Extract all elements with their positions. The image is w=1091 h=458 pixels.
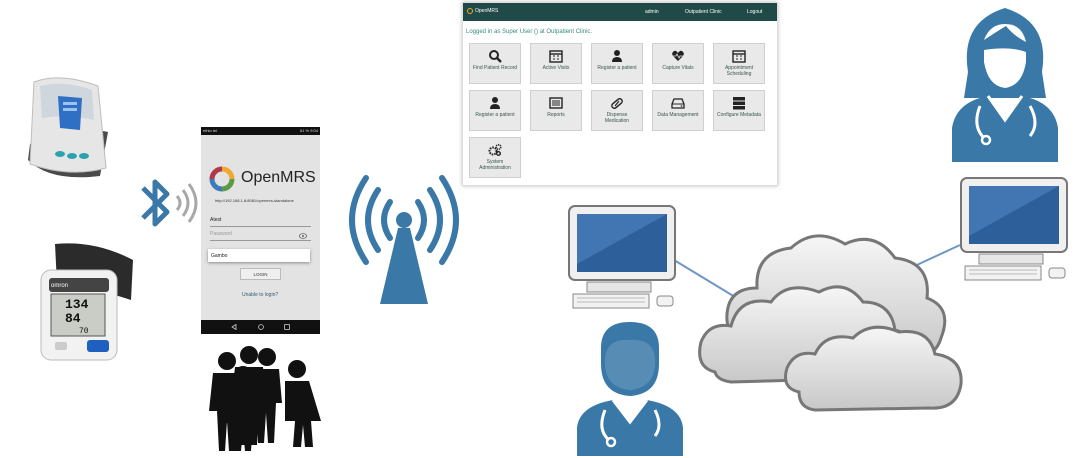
username-field[interactable]: Atest xyxy=(210,217,311,227)
back-icon[interactable] xyxy=(231,324,237,330)
user-icon xyxy=(490,97,500,109)
tile-label: Data Management xyxy=(657,112,699,118)
bp-pulse: 70 xyxy=(79,327,89,336)
mobile-screen: ethio tel 61 % 9:04 OpenMRS http://192.1… xyxy=(201,127,320,334)
community-group-icon xyxy=(209,346,321,451)
status-battery-time: 61 % 9:04 xyxy=(299,128,318,133)
openmrs-web-screen: OpenMRS admin Outpatient Clinic Logout L… xyxy=(462,2,778,186)
tile-label: Register a patient xyxy=(475,112,515,118)
web-brand: OpenMRS xyxy=(475,8,499,14)
male-doctor-icon xyxy=(577,322,683,456)
user-icon xyxy=(612,50,622,62)
bluetooth-icon xyxy=(141,179,198,227)
status-carrier: ethio tel xyxy=(203,128,218,133)
tile-appointment-scheduling[interactable]: Appointment Scheduling xyxy=(713,43,765,84)
tile-active-visits[interactable]: Active Visits xyxy=(530,43,582,84)
user-menu[interactable]: admin xyxy=(645,9,659,15)
status-bar: ethio tel 61 % 9:04 xyxy=(201,127,320,135)
tile-dispense-medication[interactable]: Dispense Medication xyxy=(591,90,643,131)
search-icon xyxy=(489,50,502,63)
bp-diastolic: 84 xyxy=(65,311,81,326)
server-url: http://192.168.1.8:8081/openmrs-standalo… xyxy=(215,198,294,203)
tile-label: Reports xyxy=(547,112,565,118)
desktop-computer-left xyxy=(568,205,676,309)
tile-register-patient-2[interactable]: Register a patient xyxy=(469,90,521,131)
tile-data-management[interactable]: Data Management xyxy=(652,90,704,131)
tile-label: System Administration xyxy=(479,159,511,171)
tile-configure-metadata[interactable]: Configure Metadata xyxy=(713,90,765,131)
unable-to-login-link[interactable]: Unable to login? xyxy=(242,292,279,298)
android-nav-bar xyxy=(201,320,320,334)
calendar-icon xyxy=(732,50,746,63)
calendar-icon xyxy=(549,50,563,63)
server-icon xyxy=(733,97,745,110)
tile-find-patient[interactable]: Find Patient Record xyxy=(469,43,521,84)
password-field[interactable]: Password xyxy=(210,231,311,241)
recents-icon[interactable] xyxy=(284,324,290,330)
location-dropdown[interactable]: Gambo xyxy=(208,249,310,262)
mobile-brand: OpenMRS xyxy=(241,169,316,186)
tile-label: Find Patient Record xyxy=(472,65,518,71)
tile-label: Register a patient xyxy=(597,65,637,71)
eye-icon[interactable] xyxy=(299,233,307,239)
tile-label: Active Visits xyxy=(542,65,570,71)
tile-label: Capture Vitals xyxy=(662,65,694,71)
openmrs-logo-icon xyxy=(209,166,235,192)
bp-brand: omron xyxy=(51,283,68,289)
location-option[interactable]: Gambo xyxy=(211,253,228,259)
pill-icon xyxy=(611,98,623,109)
tile-label: Appointment Scheduling xyxy=(724,65,754,77)
gears-icon xyxy=(488,143,502,156)
tile-register-patient[interactable]: Register a patient xyxy=(591,43,643,84)
tile-system-administration[interactable]: System Administration xyxy=(469,137,521,178)
home-icon[interactable] xyxy=(258,324,264,330)
desktop-computer-right xyxy=(960,177,1068,281)
location-menu[interactable]: Outpatient Clinic xyxy=(685,9,722,15)
list-icon xyxy=(549,97,563,109)
tile-capture-vitals[interactable]: Capture Vitals xyxy=(652,43,704,84)
web-topbar: OpenMRS admin Outpatient Clinic Logout xyxy=(463,3,777,21)
logged-in-message: Logged in as Super User () at Outpatient… xyxy=(466,29,593,35)
logout-link[interactable]: Logout xyxy=(747,9,763,15)
wireless-tower-icon xyxy=(349,175,459,304)
tile-reports[interactable]: Reports xyxy=(530,90,582,131)
hdd-icon xyxy=(671,98,685,109)
tile-label: Configure Metadata xyxy=(717,112,761,118)
bp-systolic: 134 xyxy=(65,297,89,312)
female-doctor-icon xyxy=(952,8,1058,162)
bp-monitor-bottom: omron 134 84 70 xyxy=(40,243,133,361)
heart-icon xyxy=(672,50,684,61)
login-button[interactable]: LOGIN xyxy=(240,268,281,280)
web-logo: OpenMRS xyxy=(467,8,498,14)
bp-monitor-top xyxy=(28,77,108,178)
cloud-icon xyxy=(698,234,963,412)
openmrs-logo-icon xyxy=(467,8,473,14)
tile-label: Dispense Medication xyxy=(604,112,630,124)
